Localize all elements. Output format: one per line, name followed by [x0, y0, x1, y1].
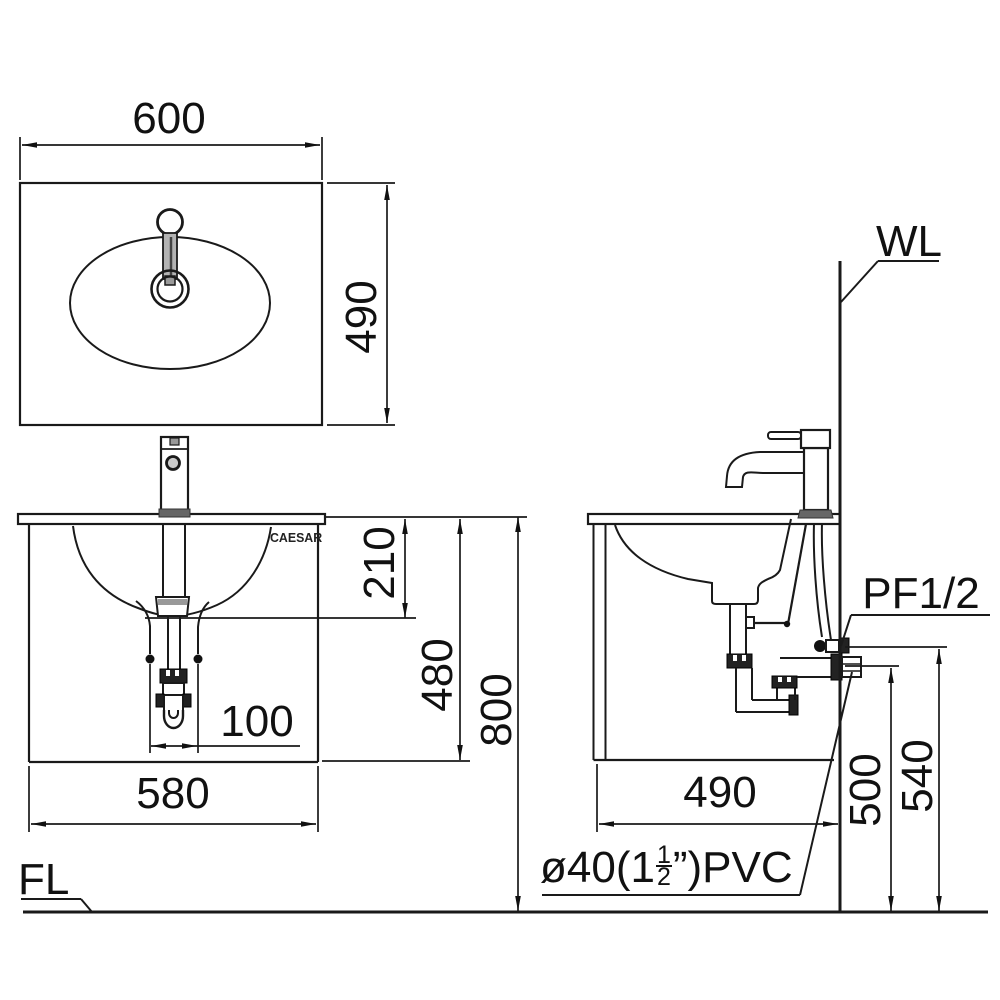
front-faucet-body — [159, 435, 190, 517]
dim-plan-depth: 490 — [337, 280, 386, 354]
dim-cabinet-width: 580 — [136, 769, 210, 818]
faucet-spout — [724, 451, 804, 488]
dimension-lines — [19, 137, 990, 913]
dimension-arrows — [22, 142, 942, 911]
side-hose-2 — [820, 522, 832, 641]
side-bowl-profile — [614, 518, 792, 605]
drain-inner-ring — [156, 275, 184, 303]
dim-counter-height: 800 — [472, 673, 521, 747]
front-trap — [155, 668, 192, 730]
faucet-knob — [156, 208, 184, 236]
dim-supply-height: 540 — [893, 739, 942, 813]
side-faucet — [724, 428, 834, 519]
front-faucet-aerator — [165, 455, 181, 471]
side-view — [586, 428, 862, 762]
dim-cabinet-depth: 490 — [683, 768, 757, 817]
supply-pipe-label: PF1/2 — [862, 569, 980, 618]
dim-drain-height: 500 — [841, 753, 890, 827]
trap-cleanout-cap — [788, 694, 799, 716]
drain-outer-ring — [150, 269, 190, 309]
side-hose-1 — [812, 522, 823, 638]
dim-plan-width: 600 — [132, 94, 206, 143]
pf-leader — [840, 614, 852, 647]
pvc-label-suffix: ”)PVC — [672, 843, 793, 892]
dim-counter-to-trap: 210 — [355, 526, 404, 600]
plan-view — [18, 181, 324, 427]
side-trap — [726, 604, 862, 716]
floor-line-label: FL — [18, 855, 70, 904]
front-view — [16, 435, 327, 764]
front-faucet-base — [158, 508, 191, 518]
pvc-leader — [799, 671, 853, 896]
wall-line-label: WL — [876, 217, 942, 266]
supply-hose-right — [197, 601, 210, 654]
countertop-outline — [18, 181, 324, 427]
supply-hose-left — [135, 600, 151, 654]
pvc-label-prefix: ø40(1 — [540, 843, 655, 892]
fl-leader — [80, 898, 93, 913]
dim-cabinet-height: 480 — [413, 638, 462, 712]
wl-leader — [840, 260, 879, 303]
dim-trap-offset: 100 — [220, 697, 294, 746]
brand-label: CAESAR — [270, 530, 323, 545]
